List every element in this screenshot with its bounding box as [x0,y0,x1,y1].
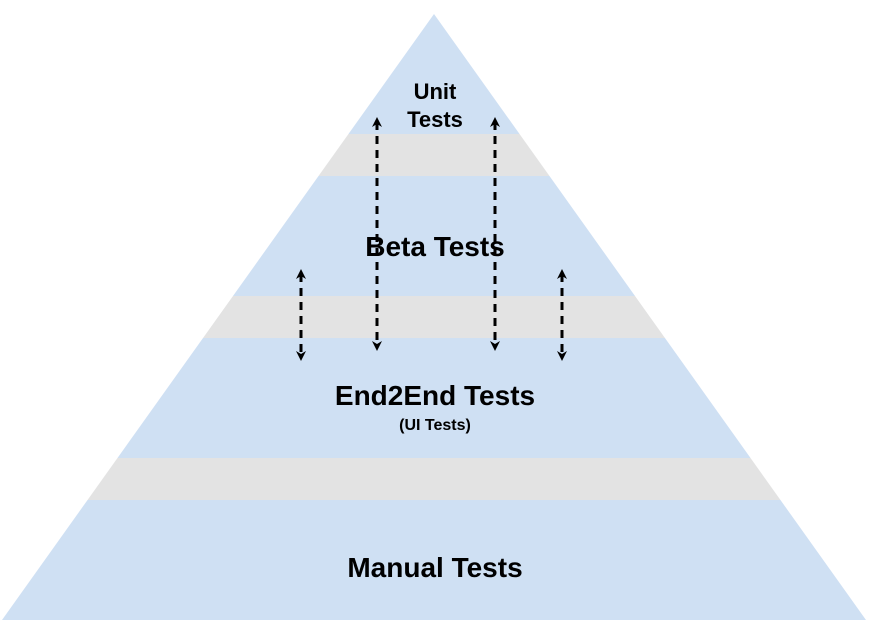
end2end-tests-label: End2End Tests [335,380,535,411]
beta-tests-label: Beta Tests [365,231,505,262]
unit-tests-label-line1: Unit [414,79,457,104]
separator-band-1 [2,134,866,176]
separator-band-2 [2,296,866,338]
manual-tests-label: Manual Tests [347,552,522,583]
unit-tests-label-line2: Tests [407,107,463,132]
tier-band-manual [2,500,866,620]
ui-tests-sublabel: (UI Tests) [399,417,471,434]
separator-band-3 [2,458,866,500]
dashed-arrows [296,117,567,361]
